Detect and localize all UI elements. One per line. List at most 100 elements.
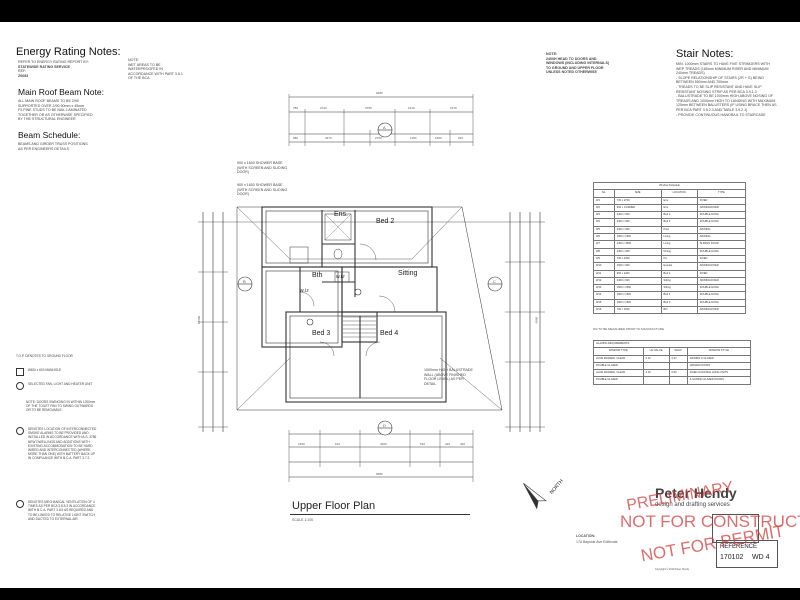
dim-top-r3-4: 1150: [410, 136, 417, 140]
table-cell: Sitting: [660, 284, 698, 293]
section-label-a: A: [383, 125, 386, 130]
stair-notes-title: Stair Notes:: [676, 48, 734, 60]
table-cell: DOUBLE HUNG: [696, 291, 747, 300]
dim-bottom-5: 420: [445, 442, 451, 446]
legend-item-top: T.O.P. DENOTES TO GROUND FLOOR: [16, 354, 73, 358]
table-cell: W2: [593, 203, 615, 213]
col-header: TYPE: [696, 189, 747, 198]
table-cell: W4: [593, 218, 615, 227]
col-header: SHGC: [668, 347, 688, 356]
stair-notes-text: MIN. 1000mm STAIRS TO HAVE FIVE STRINGER…: [676, 62, 777, 117]
table-cell: 2400 x 3500: [613, 240, 662, 249]
col-header: WINDOW TYPE: [593, 347, 644, 356]
smoke-alarm-icon: [16, 427, 24, 435]
table-cell: FIXED & DOUBLE HUNG UNITS: [686, 369, 752, 378]
north-arrow-icon: [523, 482, 547, 510]
table-cell: 2400 x 900: [613, 247, 662, 256]
window-schedule-title: Window Schedule: [593, 181, 746, 191]
col-header: LOCATION: [660, 189, 698, 198]
table-cell: DOUBLE HUNG: [696, 298, 747, 308]
table-cell: 6.10: [642, 354, 670, 363]
dim-bottom-4: 510: [420, 442, 426, 446]
table-cell: W9: [593, 254, 615, 264]
table-cell: 1500 x 1500: [613, 284, 662, 293]
glazing-table: GLAZING REQUIREMENTS: WINDOW TYPE Uw VAL…: [593, 339, 752, 385]
table-cell: [668, 361, 688, 371]
table-cell: AWNING & GLAZED: [686, 354, 752, 363]
plan-scale: SCALE 1:100: [292, 518, 314, 522]
table-cell: Living: [660, 240, 698, 249]
table-cell: 2400 x 900: [613, 225, 662, 235]
dim-top-overall: 9280: [376, 91, 383, 95]
col-header: Uw VALUE: [642, 347, 670, 356]
table-cell: Bed 4: [660, 291, 698, 300]
copyright: Copyright © 2016 Peter Hendy: [655, 568, 690, 571]
table-cell: 1500 x 900: [613, 262, 662, 271]
roof-beam-title: Main Roof Beam Note:: [18, 87, 104, 97]
table-cell: 1500 x 1500: [613, 291, 662, 300]
section-label-c: C: [493, 279, 496, 284]
table-cell: DOUBLE HUNG: [696, 211, 747, 220]
table-cell: Ensuite: [660, 262, 698, 271]
drawing-sheet: Energy Rating Notes: REFER TO ENERGY RAT…: [0, 22, 800, 588]
dim-bottom-2: 610: [335, 442, 341, 446]
table-cell: Bed 2: [660, 211, 698, 220]
dim-top-1: 780: [293, 106, 299, 110]
table-cell: W7: [593, 240, 615, 249]
dim-top-r3-1: 580: [293, 136, 299, 140]
table-cell: 2400 x 900: [613, 218, 662, 227]
table-row: DOUBLE GLAZED& SLIDING GLAZED DOORS: [593, 376, 752, 385]
room-sitting: Sitting: [398, 270, 418, 277]
dim-top-r3-5: 1600: [435, 136, 442, 140]
section-label-d: D: [383, 423, 386, 428]
col-header: No.: [593, 189, 615, 198]
firm-tagline: design and drafting services: [655, 502, 730, 508]
table-cell: DOUBLE HUNG: [696, 284, 747, 293]
window-schedule-table: Window Schedule No. SIZE LOCATION TYPE W…: [593, 181, 747, 315]
table-cell: 2400 x 900: [613, 211, 662, 220]
table-cell: 900 x CORNER: [613, 203, 662, 213]
energy-notes-text: REFER TO ENERGY RATING REPORT BY:STATEWI…: [18, 60, 89, 78]
dim-top-r3-6: 910: [458, 136, 464, 140]
dim-top-3: 3750: [365, 106, 372, 110]
table-cell: Bed 2: [660, 218, 698, 227]
energy-notes-title: Energy Rating Notes:: [16, 46, 121, 58]
legend-item-ventilation: DENOTES MECHANICAL VENTILATION OF 4 TIME…: [16, 500, 96, 545]
room-bed-3: Bed 3: [312, 330, 331, 337]
table-cell: [642, 376, 670, 385]
table-cell: AWNING/FIXED: [696, 203, 747, 213]
job-number: 170102: [720, 554, 744, 561]
table-cell: DOUBLE HUNG: [696, 218, 747, 227]
plan-title-underline: [290, 514, 470, 515]
table-cell: DOUBLE GLAZED: [593, 376, 644, 385]
dim-bottom-1: 1650: [298, 442, 305, 446]
table-cell: AWNING/FIXED: [696, 262, 747, 271]
table-cell: Bed 3: [660, 298, 698, 308]
table-cell: Ens.: [660, 203, 698, 213]
table-cell: AWNING/FIXED: [696, 276, 747, 286]
table-cell: DOUBLE GLAZED: [593, 361, 644, 371]
room-bed-2: Bed 2: [376, 218, 395, 225]
table-cell: W3: [593, 211, 615, 220]
room-wir-1: w.i.r: [336, 274, 345, 280]
legend-item-fan: SELECTED FAN, LIGHT AND HEATER UNIT: [16, 382, 96, 392]
table-cell: AWNING/FIXED: [696, 306, 747, 315]
stamp-not-for-construction: NOT FOR CONSTRUCTION: [620, 512, 800, 531]
table-cell: W13: [593, 284, 615, 293]
table-cell: W5: [593, 225, 615, 235]
col-header: SIZE: [613, 189, 662, 198]
table-cell: 1500 x 1500: [613, 233, 662, 242]
legend-item-smoke-alarm: DENOTES LOCATION OF INTERCONNECTED SMOKE…: [16, 427, 96, 487]
